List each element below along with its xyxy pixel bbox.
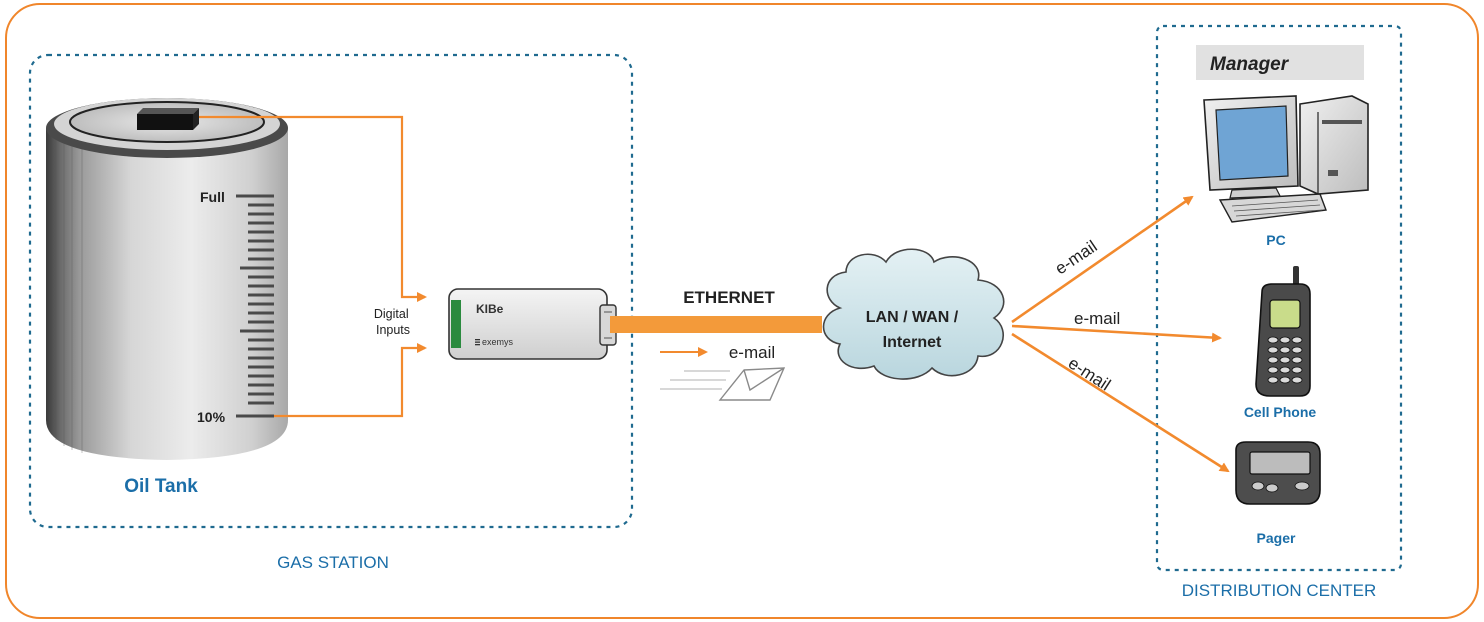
level-low-label: 10% (197, 409, 226, 425)
distribution-center-zone (1155, 24, 1403, 572)
envelope-icon (718, 367, 786, 401)
ethernet-link (610, 316, 822, 333)
pc-label: PC (1266, 232, 1285, 248)
pager-label: Pager (1257, 530, 1296, 546)
manager-label: Manager (1210, 54, 1290, 75)
level-sensor (137, 108, 199, 130)
email-route-label-pc: e-mail (1052, 237, 1101, 279)
pager-icon (1235, 441, 1321, 505)
digital-inputs-label: Digital Inputs (374, 307, 412, 337)
oil-tank: Full 10% (46, 98, 288, 460)
device-brand-label: exemys (482, 337, 514, 347)
email-route-label-phone: e-mail (1074, 309, 1120, 328)
gas-station-zone (28, 53, 634, 529)
cell-phone-icon (1255, 266, 1311, 397)
route-to-phone (1011, 324, 1222, 343)
oil-tank-label: Oil Tank (124, 476, 198, 497)
email-route-label-pager: e-mail (1065, 353, 1114, 394)
digital-inputs-line1: Digital (374, 307, 409, 321)
computer-icon (1203, 95, 1369, 223)
kibe-device: KIBe exemys (448, 288, 617, 360)
manager-header-bg (1196, 45, 1364, 80)
email-routes (1011, 195, 1230, 473)
device-model-label: KIBe (476, 302, 504, 316)
digital-inputs-line2: Inputs (376, 323, 410, 337)
network-cloud (822, 248, 1005, 380)
level-full-label: Full (200, 189, 225, 205)
outgoing-email (660, 347, 786, 401)
brand-logo-icon (475, 339, 480, 346)
device-email-label: e-mail (729, 343, 775, 362)
ethernet-label: ETHERNET (683, 288, 775, 307)
gas-station-title: GAS STATION (277, 553, 389, 572)
route-to-pager (1011, 332, 1230, 473)
route-to-pc (1011, 195, 1194, 324)
level-scale (236, 194, 274, 418)
network-label-line1: LAN / WAN / (866, 309, 959, 326)
network-label-line2: Internet (883, 334, 942, 351)
distribution-center-title: DISTRIBUTION CENTER (1182, 581, 1377, 600)
cell-phone-label: Cell Phone (1244, 404, 1317, 420)
outer-frame (5, 3, 1479, 619)
sensor-wires (199, 115, 427, 418)
